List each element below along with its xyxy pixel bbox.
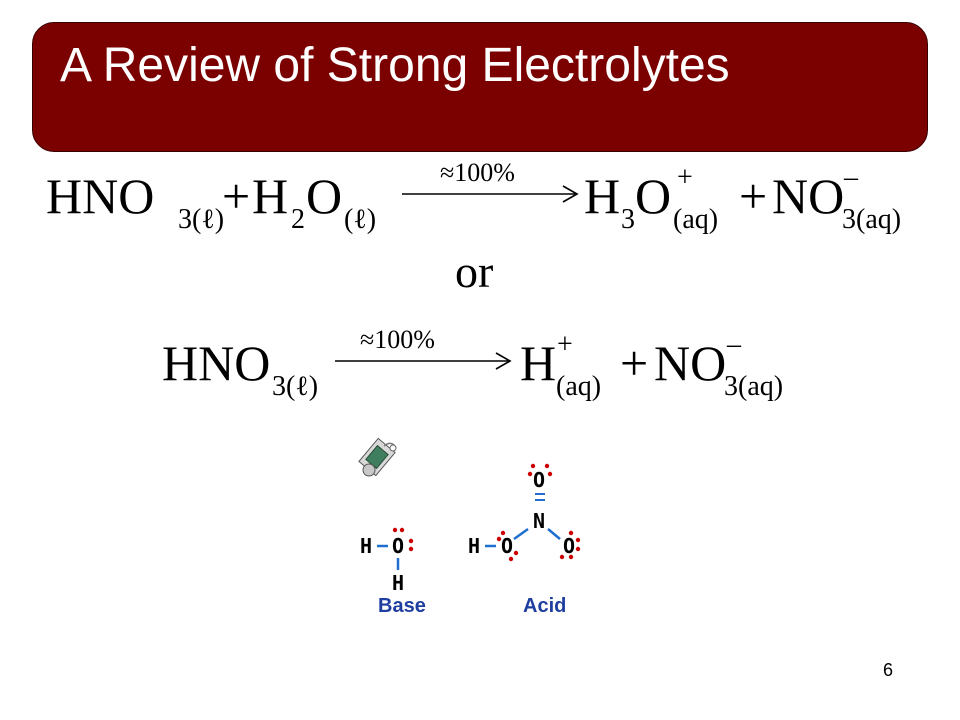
acid-atom-o-right: O xyxy=(563,534,575,558)
eq1-product2-sub: 3(aq) xyxy=(842,204,901,235)
satellite-dish-icon[interactable] xyxy=(358,437,397,477)
eq1-arrow-head xyxy=(562,185,579,203)
equation-1: HNO 3(ℓ) + H 2 O (ℓ) ≈100% H 3 O + (aq) … xyxy=(46,158,901,235)
base-atom-h2: H xyxy=(392,571,404,595)
eq2-plus: + xyxy=(620,335,648,391)
eq1-product2: NO xyxy=(772,168,844,224)
acid-atom-n: N xyxy=(533,509,545,533)
base-caption: Base xyxy=(378,595,426,617)
eq2-product1-sup: + xyxy=(557,329,573,360)
page-number: 6 xyxy=(883,660,894,680)
eq2-product1-state: (aq) xyxy=(556,371,601,402)
eq1-product1-state: (aq) xyxy=(673,204,718,235)
eq1-reactant2-sub: 2 xyxy=(291,204,305,235)
eq1-reactant1-sub: 3(ℓ) xyxy=(178,204,224,235)
base-molecule: H O H Base xyxy=(360,527,426,617)
eq1-plus1: + xyxy=(222,168,250,224)
eq1-reactant2-a: H xyxy=(252,168,288,224)
eq1-product1-b: O xyxy=(635,168,671,224)
eq2-reactant-sub: 3(ℓ) xyxy=(272,371,318,402)
base-atom-h1: H xyxy=(360,534,372,558)
eq2-arrow-head xyxy=(495,352,512,370)
eq1-product1-sup: + xyxy=(677,162,693,193)
eq2-reactant: HNO xyxy=(162,335,270,391)
eq1-reactant1: HNO xyxy=(46,168,154,224)
or-label: or xyxy=(455,246,493,297)
base-atom-o: O xyxy=(392,534,404,558)
acid-molecule: O N H O O Acid xyxy=(468,463,581,617)
acid-atom-h: H xyxy=(468,534,480,558)
title-banner xyxy=(32,22,928,152)
eq1-reactant2-b: O xyxy=(306,168,342,224)
eq1-product2-sup: – xyxy=(843,162,859,193)
eq2-product1: H xyxy=(520,335,556,391)
acid-caption: Acid xyxy=(523,595,566,617)
eq2-product2-sub: 3(aq) xyxy=(724,371,783,402)
eq1-arrow-label: ≈100% xyxy=(440,158,515,187)
slide-title: A Review of Strong Electrolytes xyxy=(60,39,730,92)
eq2-product2-sup: – xyxy=(726,329,742,360)
equation-2: HNO 3(ℓ) ≈100% H + (aq) + NO – 3(aq) xyxy=(162,325,783,402)
eq2-arrow-label: ≈100% xyxy=(360,325,435,354)
acid-atom-o-left: O xyxy=(501,534,513,558)
eq1-reactant2-state: (ℓ) xyxy=(344,204,376,235)
eq2-product2: NO xyxy=(654,335,726,391)
eq1-product1-a: H xyxy=(584,168,620,224)
eq1-plus2: + xyxy=(739,168,767,224)
eq1-product1-sub: 3 xyxy=(621,204,635,235)
acid-atom-o-top: O xyxy=(533,468,545,492)
